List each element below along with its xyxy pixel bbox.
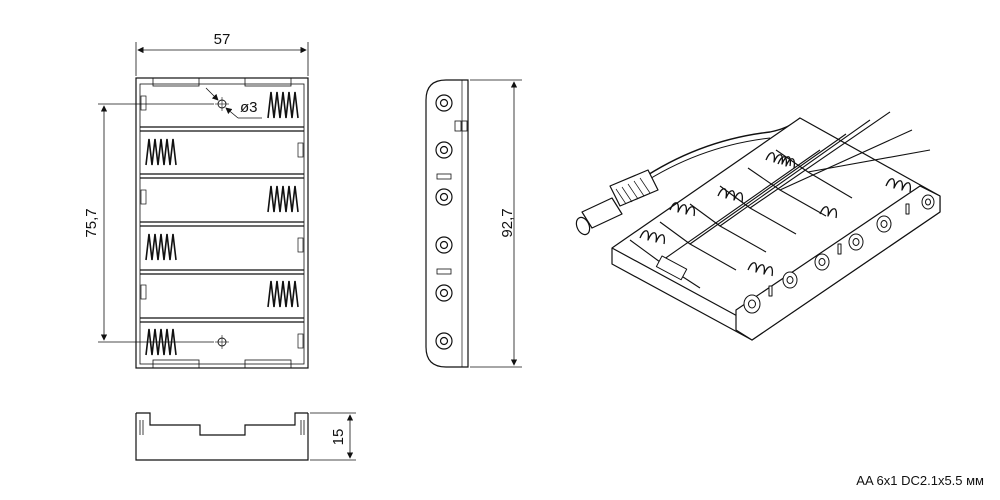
side-view [425,79,469,368]
bottom-dimensions [310,412,356,461]
front-view [135,77,309,369]
front-outline [135,77,309,369]
bottom-height-label: 15 [330,429,347,446]
front-height-label: 75,7 [83,208,100,237]
width-dimension-label: 57 [214,31,231,48]
bottom-view [135,412,309,461]
isometric-view [575,111,941,341]
front-dimensions [98,42,309,343]
bottom-outline [135,413,309,461]
spring-icon [145,91,299,356]
side-height-label: 92,7 [499,208,516,237]
product-caption: AA 6x1 DC2.1x5.5 мм [856,473,984,488]
side-outline [425,79,469,368]
spring-icon [639,152,912,277]
hole-diameter-label: ø3 [240,99,258,116]
dc-plug [575,117,801,236]
side-dimensions [470,79,522,368]
